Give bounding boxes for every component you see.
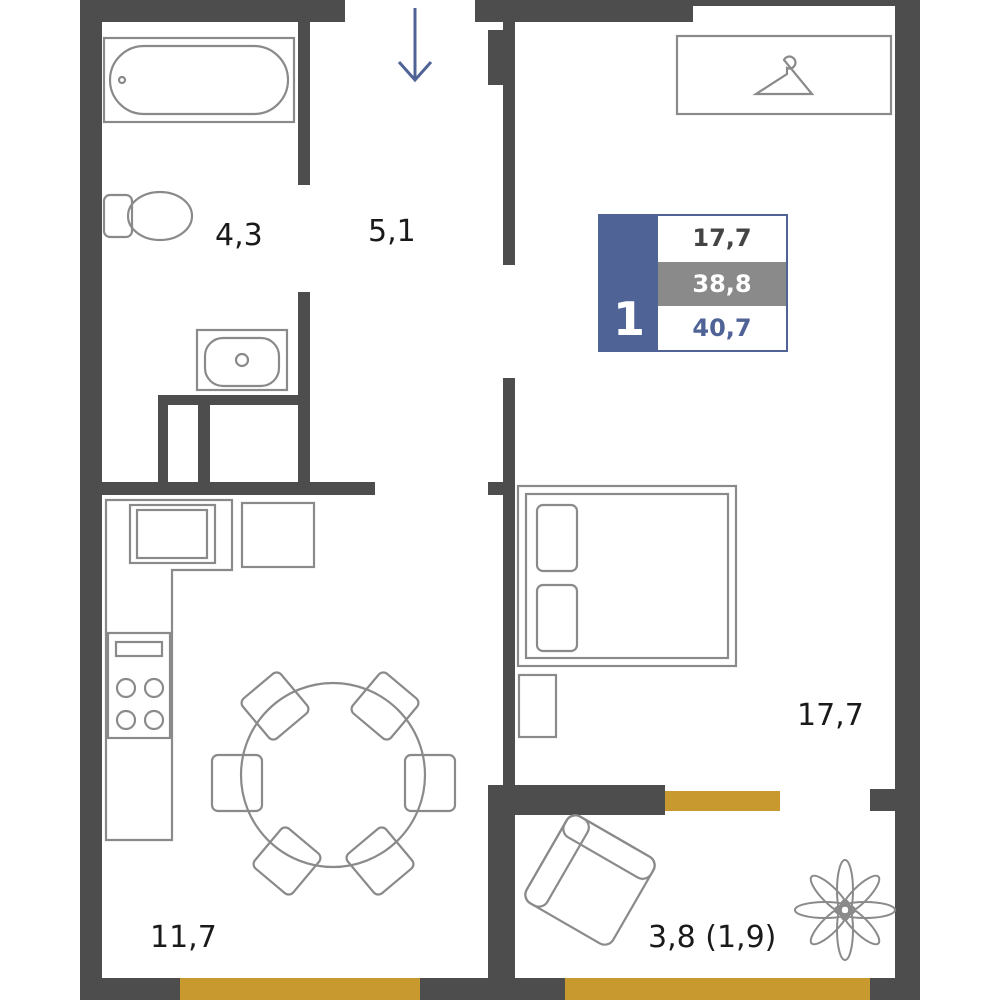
bathtub-icon [102, 36, 296, 124]
plant-icon [794, 859, 896, 961]
sink-icon [195, 328, 289, 392]
bathroom-area-label: 4,3 [215, 218, 263, 253]
bedroom-area-label: 17,7 [797, 698, 864, 733]
toilet-icon [102, 190, 194, 242]
windows [180, 791, 870, 1000]
apartment-area-badge: 1 17,7 38,8 40,7 [598, 214, 788, 352]
rooms-count: 1 [600, 216, 658, 350]
living-area: 17,7 [692, 224, 752, 252]
area-without-balcony: 38,8 [658, 262, 786, 306]
armchair-icon [524, 814, 656, 946]
kitchen-area-label: 11,7 [150, 920, 217, 955]
walls [80, 0, 920, 1000]
kitchen-counter-icon [104, 498, 316, 842]
wardrobe-icon [675, 34, 893, 116]
bed-icon [516, 484, 738, 739]
dining-table-icon [210, 671, 457, 896]
total-area: 40,7 [692, 314, 752, 342]
hall-area-label: 5,1 [368, 214, 416, 249]
balcony-area-label: 3,8 (1,9) [648, 920, 777, 955]
entrance-arrow-icon [397, 8, 433, 83]
